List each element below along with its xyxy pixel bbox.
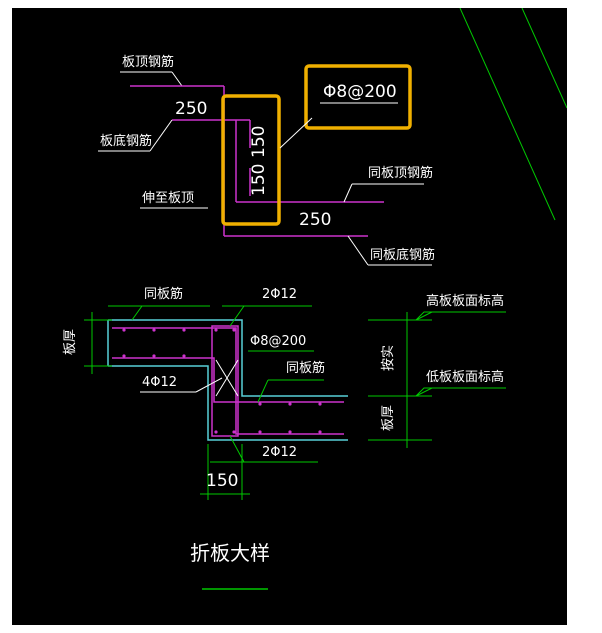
drawing-title: 折板大样 <box>190 541 270 565</box>
cad-drawing-area: 板顶钢筋 250 板底钢筋 150 150 伸至板顶 同板顶钢筋 <box>12 7 568 625</box>
leader <box>171 71 183 87</box>
leader <box>229 305 245 327</box>
dim-150-a: 150 <box>249 126 269 158</box>
rebar-dots <box>122 328 322 434</box>
label-same-slab-top-rebar: 同板顶钢筋 <box>368 165 433 181</box>
leader <box>257 379 269 403</box>
label-same-slab-bottom-rebar: 同板底钢筋 <box>370 247 435 263</box>
width-dim-lines <box>200 444 250 500</box>
joint-cross <box>215 359 239 397</box>
label-slab-thickness-right: 板厚 <box>381 405 396 431</box>
top-rebar-lines <box>130 85 384 237</box>
right-elevation-dims <box>368 311 506 448</box>
leader <box>343 183 353 203</box>
highlight-box-section <box>221 94 281 226</box>
leader <box>131 305 143 321</box>
leader <box>195 377 223 393</box>
label-low-slab-elevation: 低板板面标高 <box>426 369 504 385</box>
dim-150-b: 150 <box>249 164 269 196</box>
dim-250-bottom: 250 <box>299 210 331 230</box>
label-stirrup-top: Φ8@200 <box>323 82 397 102</box>
label-slab-top-rebar: 板顶钢筋 <box>122 54 174 70</box>
leader <box>149 119 173 152</box>
top-detail: 板顶钢筋 250 板底钢筋 150 150 伸至板顶 同板顶钢筋 <box>98 54 435 266</box>
label-same-slab-rebar-right: 同板筋 <box>286 360 325 376</box>
label-4phi12: 4Φ12 <box>142 375 177 390</box>
dim-250-top: 250 <box>175 99 207 119</box>
left-thickness-dim <box>84 312 112 374</box>
concrete-outline <box>107 319 348 441</box>
label-slab-thickness-left: 板厚 <box>63 329 78 355</box>
label-same-slab-rebar-left: 同板筋 <box>144 286 183 302</box>
cad-drawing: 板顶钢筋 250 板底钢筋 150 150 伸至板顶 同板顶钢筋 <box>63 7 568 590</box>
label-2phi12-top: 2Φ12 <box>262 287 297 302</box>
label-high-slab-elevation: 高板板面标高 <box>426 293 504 309</box>
dim-150-width: 150 <box>206 471 238 491</box>
bottom-detail: 同板筋 2Φ12 Φ8@200 同板筋 4Φ12 2Φ12 150 <box>63 286 506 500</box>
bottom-rebar <box>112 325 344 437</box>
label-stirrup-bottom: Φ8@200 <box>250 334 306 349</box>
label-extend-to-slab-top: 伸至板顶 <box>142 191 194 206</box>
leader <box>347 235 369 266</box>
label-2phi12-bottom: 2Φ12 <box>262 445 297 460</box>
leader <box>279 117 313 149</box>
label-height-difference: 按实 <box>381 345 396 371</box>
label-slab-bottom-rebar: 板底钢筋 <box>100 133 152 149</box>
background-diagonal-lines <box>459 7 568 221</box>
highlight-box-stirrup <box>304 64 412 130</box>
